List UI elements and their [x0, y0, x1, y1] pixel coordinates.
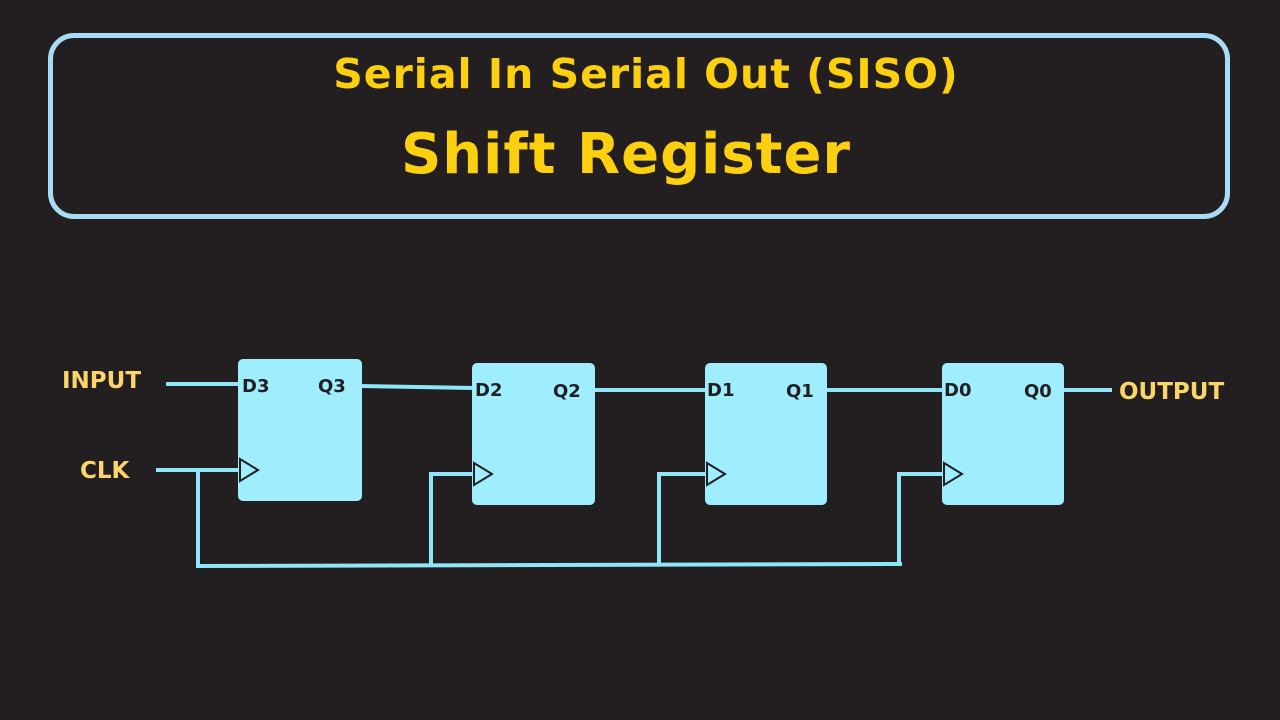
q3-label: Q3	[318, 376, 346, 397]
title-line-1: Serial In Serial Out (SISO)	[333, 50, 959, 98]
clk-bus	[196, 468, 903, 569]
input-label: INPUT	[62, 368, 141, 394]
clock-input-icon	[239, 457, 260, 483]
clk-wire-ff2	[429, 472, 474, 566]
clk-wire-ff1	[657, 472, 707, 566]
q1-label: Q1	[786, 381, 814, 402]
clk-label: CLK	[80, 458, 131, 484]
flip-flop-1: D1 Q1	[705, 363, 827, 505]
clock-input-icon	[706, 461, 727, 487]
d0-label: D0	[944, 380, 971, 401]
q0-label: Q0	[1024, 381, 1052, 402]
wires	[156, 382, 1112, 569]
clock-input-icon	[473, 461, 494, 487]
d1-label: D1	[707, 380, 734, 401]
output-label: OUTPUT	[1119, 379, 1224, 405]
clk-wire-ff0	[897, 472, 944, 566]
title-line-2: Shift Register	[400, 122, 852, 187]
flip-flop-0: D0 Q0	[942, 363, 1064, 505]
flip-flop-3: D3 Q3	[238, 359, 362, 501]
flip-flop-2: D2 Q2	[472, 363, 595, 505]
q2-label: Q2	[553, 381, 581, 402]
d3-label: D3	[242, 376, 269, 397]
clock-input-icon	[943, 461, 964, 487]
d2-label: D2	[475, 380, 502, 401]
title-box	[48, 33, 1230, 219]
q3-d2-wire	[359, 383, 475, 391]
